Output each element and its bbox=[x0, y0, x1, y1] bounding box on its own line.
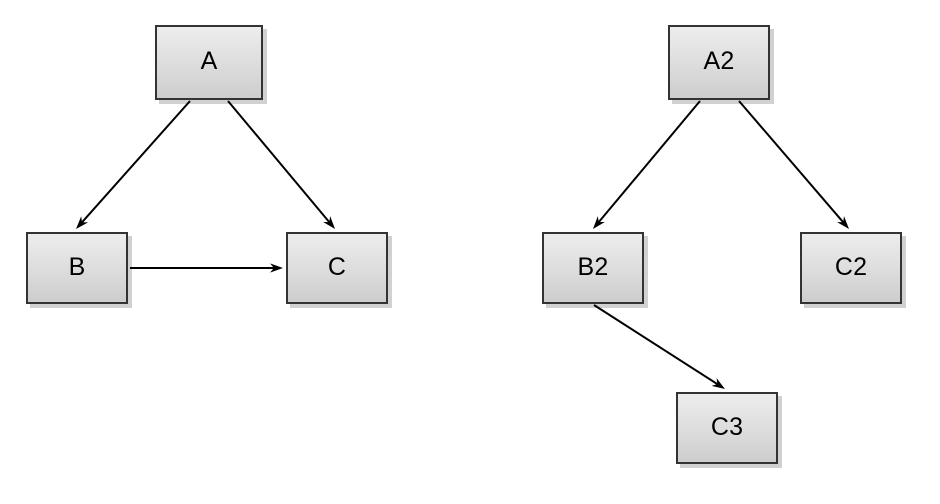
edge-b2-to-c3 bbox=[593, 304, 725, 389]
arrowhead-icon bbox=[593, 216, 605, 229]
arrowhead-icon bbox=[270, 263, 283, 273]
arrowhead-icon bbox=[323, 216, 335, 229]
node-c[interactable]: C bbox=[286, 232, 388, 304]
edge-line bbox=[596, 100, 701, 225]
edge-b-to-c bbox=[130, 263, 283, 273]
node-label: C bbox=[327, 252, 347, 281]
arrowhead-icon bbox=[711, 378, 725, 389]
node-a2[interactable]: A2 bbox=[668, 25, 770, 100]
node-label: B bbox=[68, 252, 86, 281]
node-c3[interactable]: C3 bbox=[676, 392, 778, 464]
node-label: B2 bbox=[577, 252, 609, 281]
node-a[interactable]: A bbox=[155, 25, 263, 100]
edge-line bbox=[738, 100, 846, 225]
node-label: A2 bbox=[703, 47, 735, 75]
edge-a2-to-c2 bbox=[738, 100, 849, 229]
edge-a2-to-b2 bbox=[593, 100, 701, 229]
node-label: C3 bbox=[710, 412, 744, 441]
arrowhead-icon bbox=[76, 216, 89, 229]
node-c2[interactable]: C2 bbox=[800, 232, 902, 304]
arrowhead-icon bbox=[837, 216, 849, 229]
edge-line bbox=[80, 100, 191, 225]
node-b[interactable]: B bbox=[26, 232, 128, 304]
node-label: A bbox=[200, 47, 218, 75]
edge-line bbox=[227, 100, 332, 225]
node-b2[interactable]: B2 bbox=[542, 232, 644, 304]
edge-a-to-c bbox=[227, 100, 335, 229]
edge-a-to-b bbox=[76, 100, 191, 229]
edge-line bbox=[593, 304, 720, 386]
node-label: C2 bbox=[834, 252, 868, 281]
